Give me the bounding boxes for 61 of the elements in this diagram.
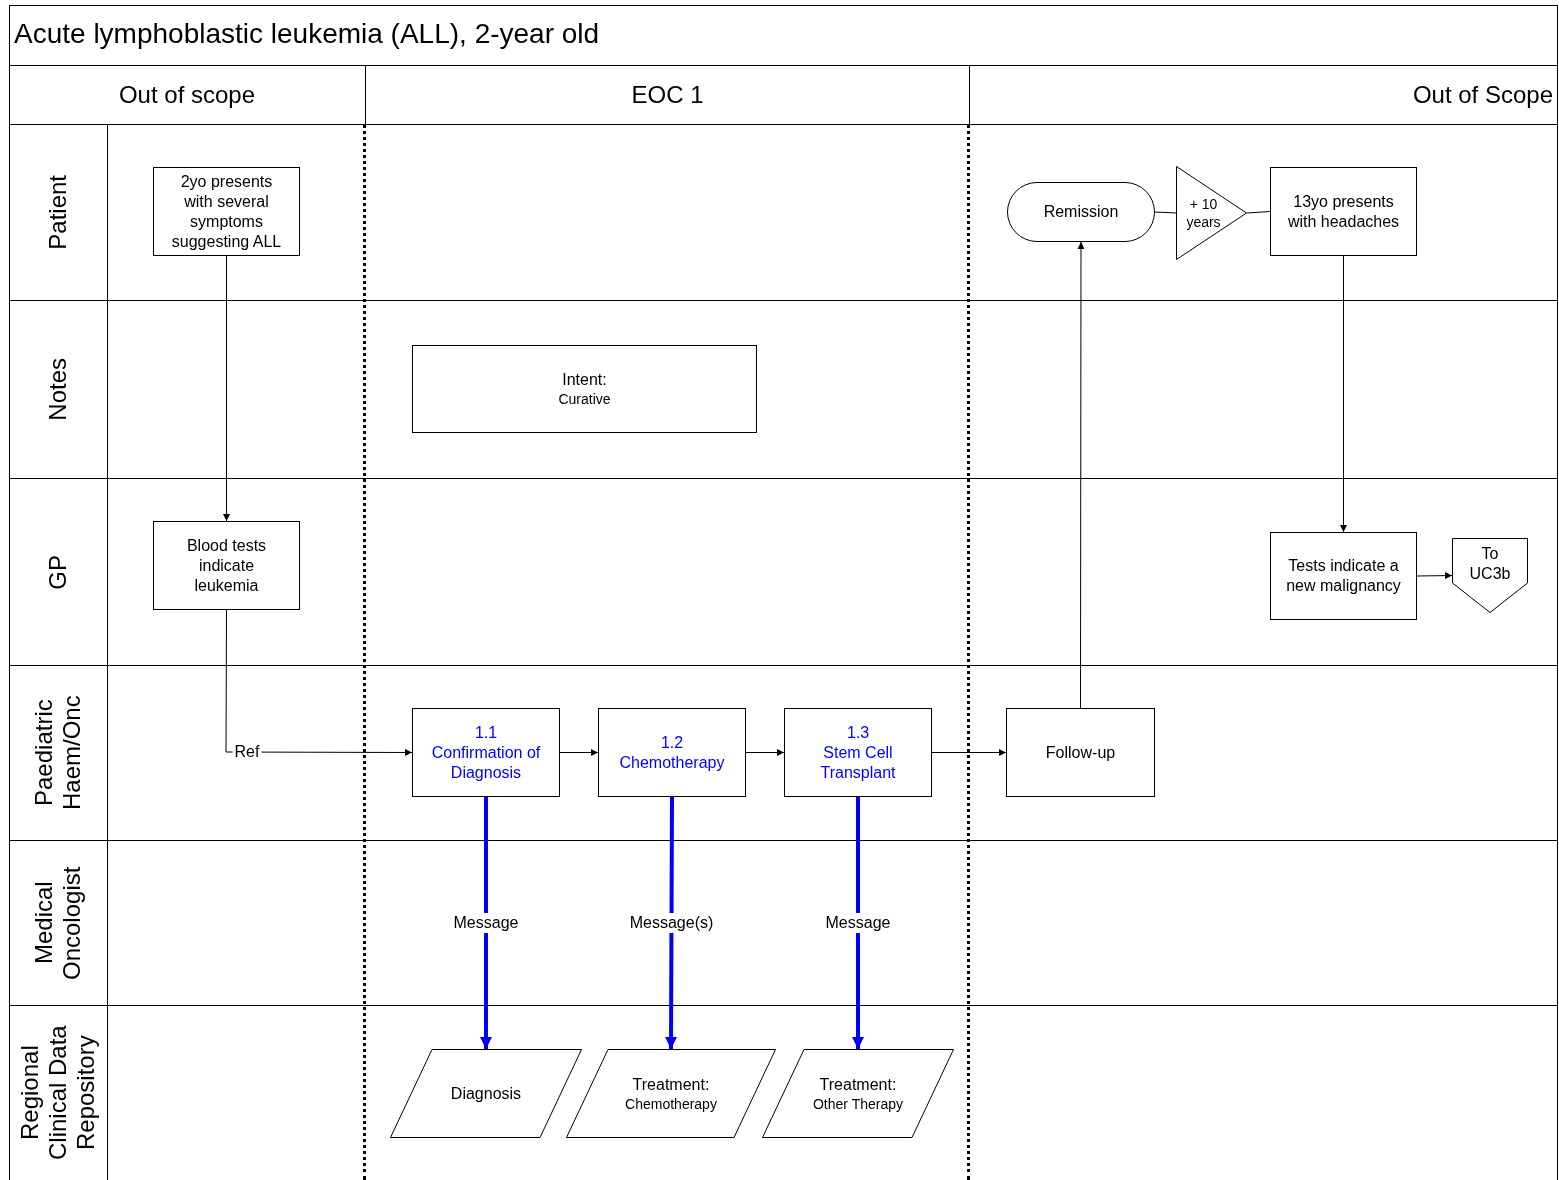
connector-line (1246, 211, 1271, 214)
node-text: Chemotherapy (619, 752, 725, 773)
edge-label: Message (451, 913, 521, 933)
node-text: Stem Cell Transplant (819, 742, 897, 783)
node-text: Remission (1043, 202, 1119, 222)
process-box (412, 708, 560, 797)
column-header: EOC 1 (631, 81, 704, 109)
offpage-connector (1452, 538, 1528, 613)
terminator-shape (1007, 182, 1155, 242)
column-header: Out of Scope (1412, 81, 1553, 109)
column-header: Out of scope (118, 81, 256, 109)
arrow (480, 797, 492, 1049)
data-parallelogram (390, 1049, 582, 1138)
process-box (412, 345, 757, 433)
node-text: 1.1 (474, 722, 498, 743)
node-text: Tests indicate a new malignancy (1285, 556, 1402, 596)
node-text: 13yo presents with headaches (1286, 191, 1401, 232)
node-text: To UC3b (1468, 544, 1512, 584)
node-text: Diagnosis (450, 1083, 522, 1104)
node-text: + 10 years (1185, 195, 1222, 231)
node-text: Blood tests indicate leukemia (185, 535, 268, 596)
node-text: Chemotherapy (625, 1094, 717, 1113)
diagram-title: Acute lymphoblastic leukemia (ALL), 2-year old (14, 17, 600, 51)
arrow (745, 749, 785, 756)
lane-header: GP (44, 554, 72, 590)
arrow (1416, 572, 1453, 580)
node-text: 1.2 (660, 732, 684, 753)
lane-header: Patient (44, 175, 72, 250)
node-text: Treatment: (819, 1074, 897, 1095)
node-text: Other Therapy (813, 1094, 903, 1113)
connector-line (1154, 211, 1177, 214)
arrow (1077, 241, 1085, 709)
lane-header: Medical Oncologist (30, 865, 86, 982)
edge-label: Message (823, 913, 893, 933)
process-box (153, 167, 300, 256)
data-parallelogram (762, 1049, 954, 1138)
node-text: Confirmation of Diagnosis (430, 742, 542, 783)
node-text: Curative (558, 390, 611, 408)
process-box (153, 521, 300, 610)
node-text: 1.3 (846, 722, 870, 743)
arrow (852, 797, 864, 1049)
arrow (223, 255, 230, 522)
arrow (225, 609, 413, 756)
lane-header: Paediatric Haem/Onc (30, 694, 86, 813)
arrow (559, 749, 599, 756)
process-box (784, 708, 932, 797)
process-box (1270, 167, 1417, 256)
node-text: Intent: (562, 370, 607, 390)
process-box (1270, 532, 1417, 620)
arrow (665, 797, 678, 1049)
node-text: Follow-up (1045, 742, 1116, 763)
lane-header: Regional Clinical Data Repository (16, 1024, 100, 1163)
lane-header: Notes (44, 358, 72, 421)
arrow (1340, 255, 1347, 533)
arrow (931, 749, 1007, 756)
process-box (1006, 708, 1155, 797)
process-box (598, 708, 746, 797)
node-text: Treatment: (632, 1074, 710, 1095)
node-text: 2yo presents with several symptoms suggesting ALL (170, 171, 283, 252)
data-parallelogram (566, 1049, 776, 1138)
delay-triangle (1176, 166, 1247, 260)
